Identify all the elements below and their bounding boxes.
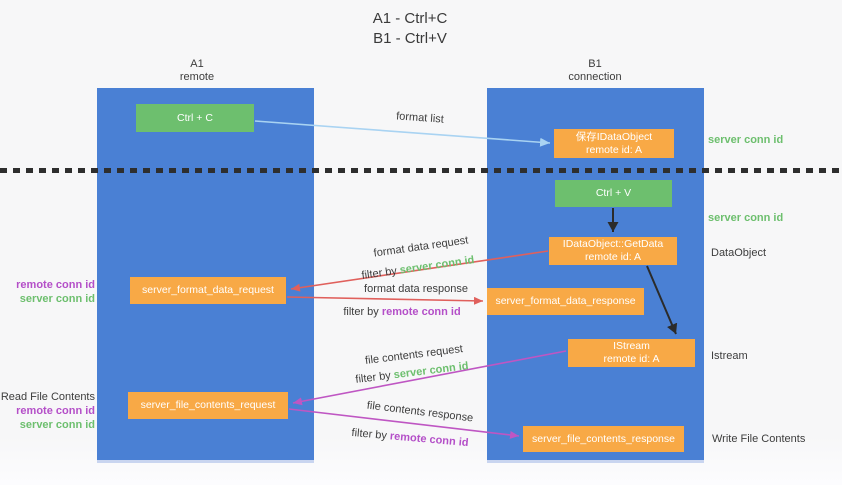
left-conn-id-labels-format: remote conn id server conn id — [0, 278, 95, 306]
server-file-contents-request-node: server_file_contents_request — [128, 392, 288, 419]
lane-b1-name: B1 — [588, 58, 602, 70]
lane-b1-role: connection — [568, 71, 622, 83]
dotted-separator-line — [0, 168, 842, 173]
left-server-conn-id-2: server conn id — [19, 419, 95, 431]
diagram-title: A1 - Ctrl+C B1 - Ctrl+V — [330, 9, 490, 49]
server-file-contents-response-label: server_file_contents_response — [531, 432, 675, 445]
right-server-conn-id-1: server conn id — [708, 134, 784, 146]
istream-node: IStream remote id: A — [568, 339, 695, 367]
getdata-line2: remote id: A — [584, 251, 642, 263]
save-idataobject-line2: remote id: A — [585, 143, 643, 156]
label-file-contents-response: file contents response — [366, 399, 474, 425]
lane-header-b1-connection: B1 connection — [515, 58, 675, 84]
left-remote-conn-id-1: remote conn id — [16, 279, 95, 291]
filter-term-remote-2: remote conn id — [389, 430, 469, 450]
filter-prefix-4: filter by — [351, 426, 391, 443]
arrow-format-data-response — [286, 296, 484, 305]
server-file-contents-response-node: server_file_contents_response — [523, 426, 684, 452]
getdata-line1: IDataObject::GetData — [562, 238, 664, 250]
filter-term-server-1: server conn id — [398, 254, 476, 277]
right-istream-label: Istream — [711, 350, 748, 362]
ctrl-v-label: Ctrl + V — [595, 187, 632, 199]
server-format-data-request-node: server_format_data_request — [130, 277, 286, 304]
title-line-1: A1 - Ctrl+C — [372, 10, 448, 27]
istream-line1: IStream — [613, 340, 650, 352]
ctrl-v-node: Ctrl + V — [555, 180, 672, 207]
ctrl-c-node: Ctrl + C — [136, 104, 254, 132]
filter-term-server-2: server conn id — [393, 360, 470, 382]
server-format-data-response-label: server_format_data_response — [495, 295, 636, 307]
right-write-file-contents-label: Write File Contents — [712, 433, 806, 445]
server-file-contents-request-label: server_file_contents_request — [140, 399, 276, 411]
server-format-data-request-label: server_format_data_request — [142, 284, 274, 296]
left-remote-conn-id-2: remote conn id — [16, 405, 95, 417]
right-dataobject-label: DataObject — [711, 247, 767, 259]
ctrl-c-label: Ctrl + C — [177, 111, 213, 124]
read-file-contents-label: Read File Contents — [0, 391, 95, 403]
lane-header-a1-remote: A1 remote — [117, 58, 277, 84]
idataobject-getdata-node: IDataObject::GetData remote id: A — [549, 237, 677, 265]
filter-prefix-2: filter by — [343, 306, 382, 318]
title-line-2: B1 - Ctrl+V — [373, 30, 447, 47]
save-idataobject-node: 保存IDataObject remote id: A — [554, 129, 674, 158]
right-server-conn-id-2: server conn id — [708, 212, 784, 224]
lane-a1-role: remote — [179, 71, 215, 83]
left-read-file-contents-block: Read File Contents remote conn id server… — [0, 390, 95, 432]
label-filter-by-remote-conn-id-2: filter by remote conn id — [351, 427, 469, 449]
server-format-data-response-node: server_format_data_response — [487, 288, 644, 315]
filter-prefix-1: filter by — [360, 264, 401, 282]
label-filter-by-remote-conn-id-1: filter by remote conn id — [343, 306, 460, 318]
filter-term-remote-1: remote conn id — [381, 306, 461, 318]
save-idataobject-line1: 保存IDataObject — [575, 130, 653, 143]
filter-prefix-3: filter by — [354, 369, 395, 386]
label-format-data-response: format data response — [364, 283, 468, 295]
lane-a1-name: A1 — [190, 58, 204, 70]
istream-line2: remote id: A — [603, 353, 660, 365]
label-format-list: format list — [395, 110, 445, 126]
left-server-conn-id-1: server conn id — [19, 293, 95, 305]
